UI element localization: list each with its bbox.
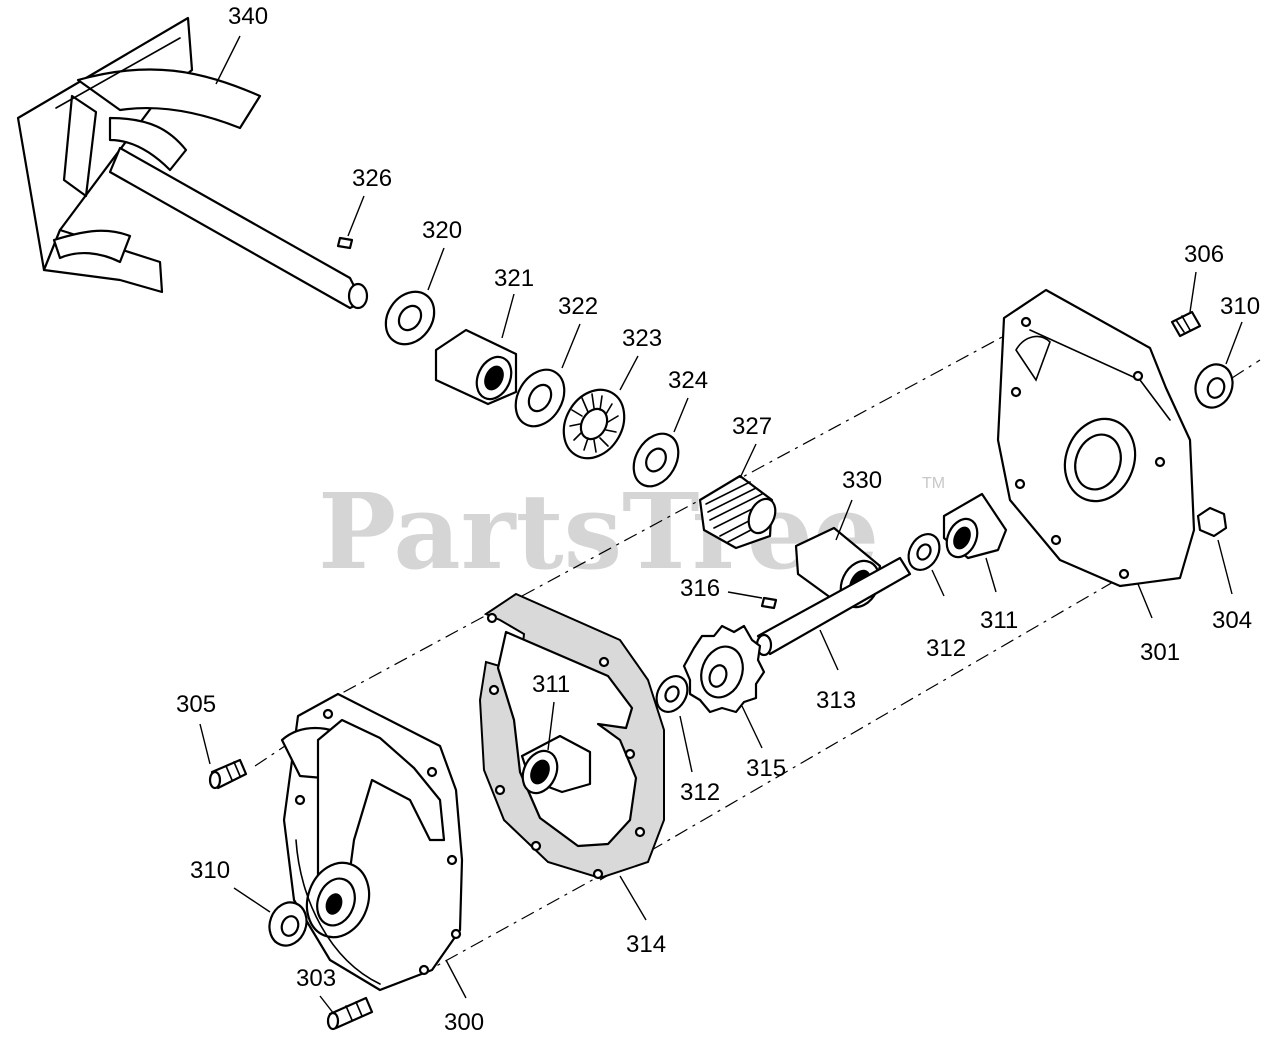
part-320-washer: [384, 290, 436, 346]
label-326: 326: [352, 165, 392, 192]
label-311-upper: 311: [980, 607, 1018, 634]
part-311-bushing-lower: [520, 734, 592, 795]
part-306-screw: [1170, 310, 1202, 338]
label-315: 315: [746, 755, 786, 782]
part-324-washer: [632, 432, 680, 488]
part-labels: 340 326 320 321 322 323 324 327 330 306 …: [176, 3, 1260, 1036]
label-340: 340: [228, 3, 268, 30]
watermark: PartsTree TM: [318, 470, 945, 593]
label-306: 306: [1184, 241, 1224, 268]
part-316-key: [760, 596, 778, 610]
part-323-thrust-bearing: [562, 388, 626, 460]
leader-lines: [199, 35, 1243, 1015]
label-310-right: 310: [1220, 293, 1260, 320]
part-304-nut: [1196, 506, 1228, 538]
part-310-bearing-right: [1194, 363, 1234, 409]
label-310-left: 310: [190, 857, 230, 884]
part-300-gear-case-left: [280, 692, 464, 992]
label-304: 304: [1212, 607, 1252, 634]
part-305-screw: [208, 758, 248, 790]
label-301: 301: [1140, 639, 1180, 666]
label-320: 320: [422, 217, 462, 244]
label-316: 316: [680, 575, 720, 602]
part-301-gear-case-right: [996, 288, 1196, 588]
part-321-bearing-housing: [434, 328, 518, 406]
part-312-washer-lower: [655, 675, 689, 713]
label-312-lower: 312: [680, 779, 720, 806]
label-312-upper: 312: [926, 635, 966, 662]
label-305: 305: [176, 691, 216, 718]
part-315-gear: [682, 624, 766, 714]
label-327: 327: [732, 413, 772, 440]
label-314: 314: [626, 931, 666, 958]
label-330: 330: [842, 467, 882, 494]
part-322-washer: [514, 368, 566, 428]
part-311-bushing-upper: [942, 492, 1008, 560]
part-326-key: [336, 236, 354, 250]
part-303-screw: [326, 996, 374, 1031]
label-313: 313: [816, 687, 856, 714]
label-311-lower: 311: [532, 671, 570, 698]
part-312-washer-upper: [907, 533, 941, 571]
label-324: 324: [668, 367, 708, 394]
label-323: 323: [622, 325, 662, 352]
watermark-tm: TM: [922, 475, 945, 492]
part-327-worm-gear: [698, 474, 777, 550]
part-340-impeller: [16, 16, 369, 310]
part-310-bearing-left: [268, 901, 308, 947]
label-303: 303: [296, 965, 336, 992]
label-300: 300: [444, 1009, 484, 1036]
watermark-text: PartsTree: [318, 470, 879, 593]
label-321: 321: [494, 265, 534, 292]
label-322: 322: [558, 293, 598, 320]
part-314-gasket: [478, 592, 665, 880]
